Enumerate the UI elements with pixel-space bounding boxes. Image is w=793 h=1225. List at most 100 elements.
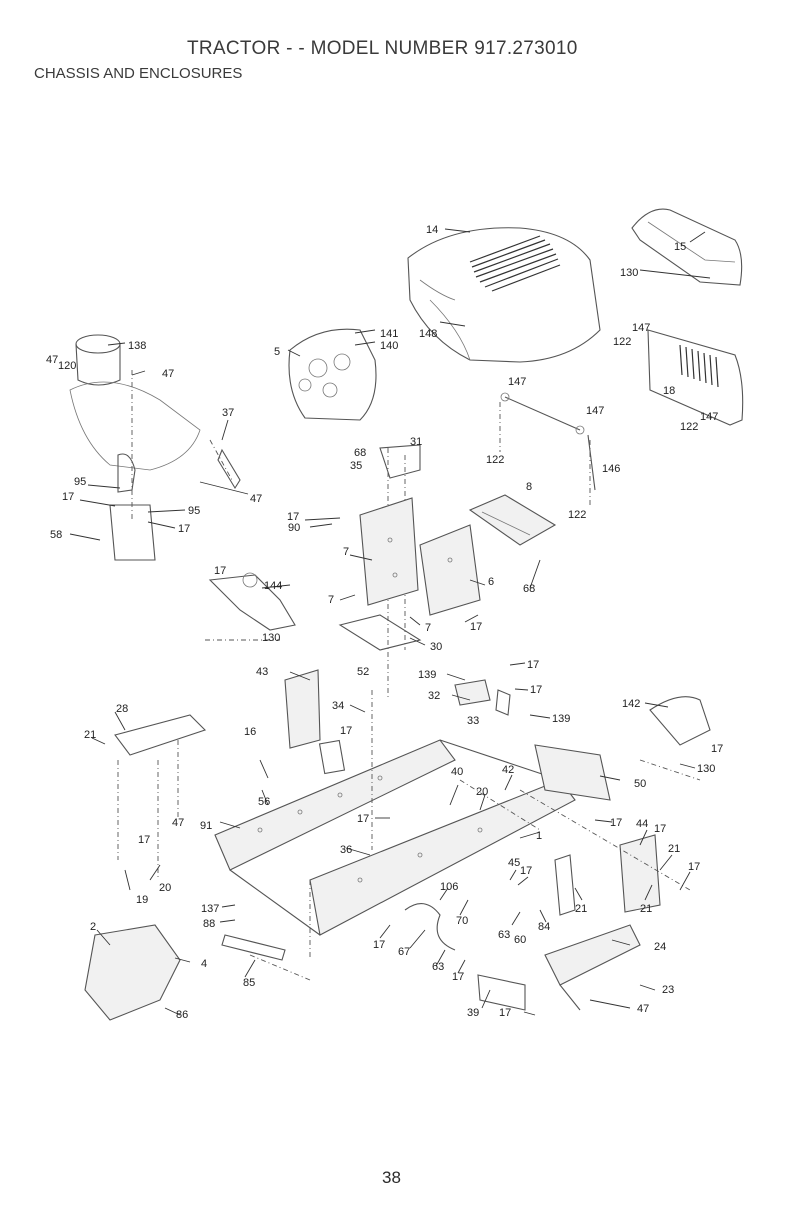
callout-label: 106 (440, 881, 458, 893)
callout-label: 40 (451, 766, 463, 778)
callout-label: 7 (343, 546, 349, 558)
callout-label: 17 (530, 684, 542, 696)
callout-label: 16 (244, 726, 256, 738)
callout-label: 63 (498, 929, 510, 941)
callout-label: 21 (668, 843, 680, 855)
callout-label: 120 (58, 360, 76, 372)
callout-label: 5 (274, 346, 280, 358)
callout-label: 56 (258, 796, 270, 808)
callout-label: 122 (568, 509, 586, 521)
callout-label: 17 (499, 1007, 511, 1019)
rear-hitch-plate-drawing (84, 924, 181, 1021)
callout-label: 84 (538, 921, 550, 933)
callout-label: 142 (622, 698, 640, 710)
callout-label: 31 (410, 436, 422, 448)
callout-label: 24 (654, 941, 666, 953)
callout-label: 17 (340, 725, 352, 737)
callout-label: 68 (354, 447, 366, 459)
callout-label: 139 (418, 669, 436, 681)
grille-panel-drawing (647, 329, 744, 426)
callout-label: 17 (178, 523, 190, 535)
callout-label: 35 (350, 460, 362, 472)
callout-label: 58 (50, 529, 62, 541)
callout-label: 17 (711, 743, 723, 755)
rear-support-drawing (114, 714, 207, 880)
rear-bracket-drawing (284, 669, 321, 749)
callout-label: 95 (188, 505, 200, 517)
callout-label: 17 (470, 621, 482, 633)
callout-label: 17 (62, 491, 74, 503)
cross-bracket-drawing (454, 679, 511, 716)
callout-label: 7 (425, 622, 431, 634)
callout-label: 45 (508, 857, 520, 869)
front-bumper-drawing (544, 924, 641, 1011)
callout-label: 33 (467, 715, 479, 727)
hood-grille (469, 235, 561, 292)
callout-label: 17 (214, 565, 226, 577)
callout-label: 139 (552, 713, 570, 725)
callout-label: 17 (610, 817, 622, 829)
callout-label: 95 (74, 476, 86, 488)
callout-label: 68 (523, 583, 535, 595)
callout-label: 130 (262, 632, 280, 644)
page-title: TRACTOR - - MODEL NUMBER 917.273010 (187, 38, 578, 59)
callout-label: 32 (428, 690, 440, 702)
callout-label: 130 (620, 267, 638, 279)
callout-label: 63 (432, 961, 444, 973)
callout-label: 42 (502, 764, 514, 776)
callout-labels: 14 15 130 141 140 148 5 138 47 120 47 14… (46, 224, 723, 1021)
main-frame-drawing (214, 739, 576, 936)
callout-label: 20 (476, 786, 488, 798)
callout-label: 39 (467, 1007, 479, 1019)
hood-drawing (407, 227, 601, 363)
callout-label: 21 (84, 729, 96, 741)
callout-leaders (69, 228, 711, 1016)
callout-label: 146 (602, 463, 620, 475)
callout-label: 23 (662, 984, 674, 996)
access-plate-drawing (318, 739, 346, 775)
callout-label: 141 (380, 328, 398, 340)
callout-label: 1 (536, 830, 542, 842)
callout-label: 148 (419, 328, 437, 340)
fuel-tank-drawing (69, 334, 241, 561)
callout-label: 17 (287, 511, 299, 523)
callout-label: 21 (575, 903, 587, 915)
callout-label: 52 (357, 666, 369, 678)
callout-label: 47 (162, 368, 174, 380)
assembly-lines (309, 690, 701, 960)
callout-label: 30 (430, 641, 442, 653)
callout-label: 91 (200, 820, 212, 832)
lower-bracket-drawing (477, 974, 526, 1011)
section-subtitle: CHASSIS AND ENCLOSURES (34, 65, 243, 82)
callout-label: 17 (520, 865, 532, 877)
callout-label: 130 (697, 763, 715, 775)
callout-label: 44 (636, 818, 648, 830)
callout-label: 147 (586, 405, 604, 417)
callout-label: 6 (488, 576, 494, 588)
callout-label: 122 (486, 454, 504, 466)
callout-label: 7 (328, 594, 334, 606)
callout-label: 85 (243, 977, 255, 989)
steering-support-drawing (338, 497, 481, 651)
callout-label: 17 (527, 659, 539, 671)
callout-label: 60 (514, 934, 526, 946)
callout-label: 122 (613, 336, 631, 348)
callout-label: 17 (654, 823, 666, 835)
callout-label: 36 (340, 844, 352, 856)
callout-label: 147 (632, 322, 650, 334)
callout-label: 47 (637, 1003, 649, 1015)
callout-label: 2 (90, 921, 96, 933)
callout-label: 8 (526, 481, 532, 493)
pedal-assembly-drawing (205, 572, 296, 641)
callout-label: 67 (398, 946, 410, 958)
callout-label: 28 (116, 703, 128, 715)
callout-label: 37 (222, 407, 234, 419)
callout-label: 147 (700, 411, 718, 423)
callout-label: 70 (456, 915, 468, 927)
heat-shield-drawing (534, 744, 611, 801)
hood-hinge-drawing (499, 392, 596, 505)
callout-label: 47 (172, 817, 184, 829)
callout-label: 122 (680, 421, 698, 433)
callout-label: 17 (357, 813, 369, 825)
